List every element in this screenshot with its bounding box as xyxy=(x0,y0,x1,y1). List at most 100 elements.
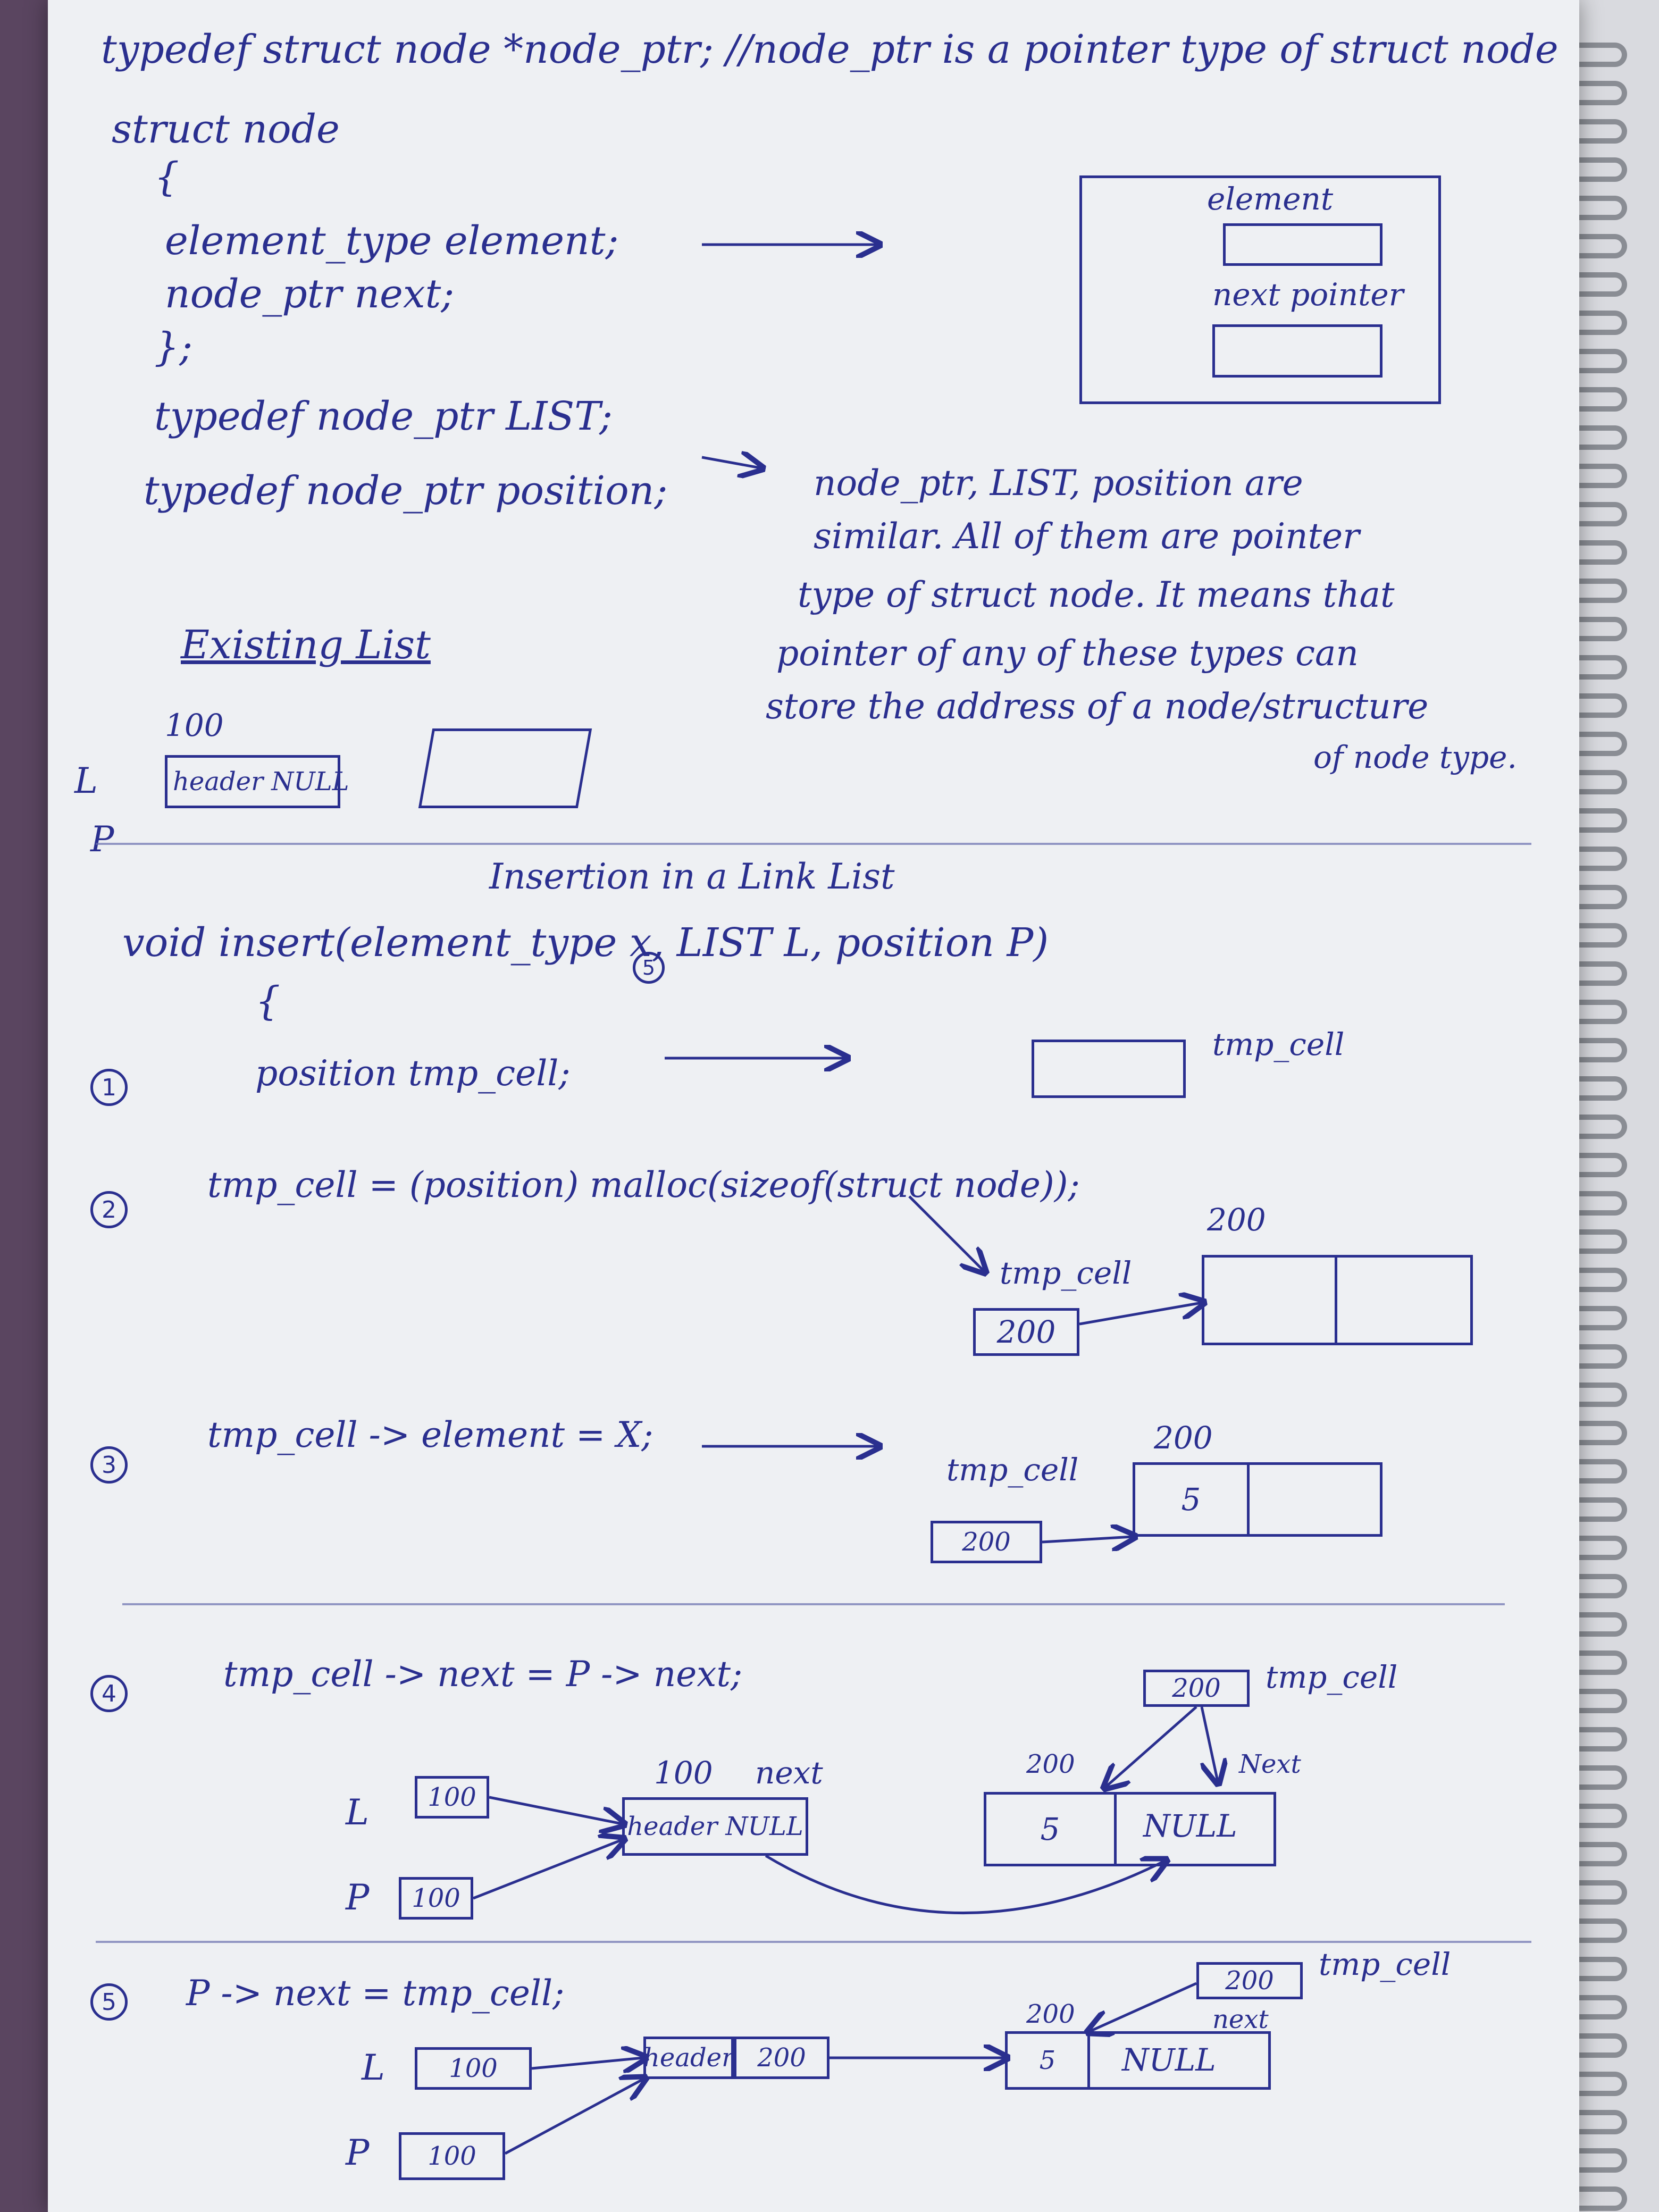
spiral-ring xyxy=(1537,1268,1627,1292)
step-2-number: 2 xyxy=(90,1191,128,1228)
spiral-ring xyxy=(1537,808,1627,833)
spiral-ring xyxy=(1537,961,1627,986)
step-4-l-box: 100 xyxy=(415,1776,489,1819)
step-2-address: 200 xyxy=(1207,1202,1266,1238)
existing-list-address: 100 xyxy=(165,707,224,743)
spiral-ring xyxy=(1537,349,1627,373)
spiral-ring xyxy=(1537,81,1627,105)
step-4-l-arrow xyxy=(489,1796,622,1824)
spiral-ring xyxy=(1537,425,1627,450)
step-1-label: tmp_cell xyxy=(1212,1026,1345,1062)
step-5-p-arrow xyxy=(504,2079,643,2155)
spiral-ring xyxy=(1537,1804,1627,1828)
step-4-tmp-pointer: 200 xyxy=(1143,1670,1250,1707)
notebook-page: typedef struct node *node_ptr; //node_pt… xyxy=(48,0,1579,2212)
insertion-title: Insertion in a Link List xyxy=(489,856,895,897)
note-line-3: type of struct node. It means that xyxy=(798,574,1395,615)
note-line-1: node_ptr, LIST, position are xyxy=(814,463,1303,504)
step-5-l-arrow xyxy=(531,2058,643,2068)
step-2-label: tmp_cell xyxy=(1000,1255,1132,1291)
node-element-box xyxy=(1223,223,1382,266)
spiral-ring xyxy=(1537,1650,1627,1675)
step-2-pointer-arrow xyxy=(908,1195,984,1271)
step-3-pointer: 200 xyxy=(931,1521,1042,1563)
step-4-tmp-next-arrow xyxy=(1202,1706,1218,1781)
step-2-arrow xyxy=(1079,1303,1202,1326)
spiral-ring xyxy=(1537,1076,1627,1101)
spiral-ring xyxy=(1537,1842,1627,1866)
step-5-l-label: L xyxy=(362,2047,385,2088)
spiral-ring xyxy=(1537,1153,1627,1177)
spiral-ring xyxy=(1537,2110,1627,2134)
step-4-p-arrow xyxy=(473,1840,622,1900)
spiral-ring xyxy=(1537,502,1627,526)
step-4-p-box: 100 xyxy=(399,1877,473,1920)
step-4-header-address: 100 xyxy=(654,1755,713,1791)
spiral-ring xyxy=(1537,1191,1627,1216)
step-3-number: 3 xyxy=(90,1446,128,1484)
spiral-ring xyxy=(1537,272,1627,297)
spiral-ring xyxy=(1537,693,1627,718)
step-5-tmp-label: tmp_cell xyxy=(1319,1946,1451,1982)
step-5-tmp-pointer: 200 xyxy=(1196,1962,1303,1999)
divider-1 xyxy=(96,843,1531,845)
spiral-ring xyxy=(1537,234,1627,258)
spiral-ring xyxy=(1537,847,1627,871)
spiral-ring xyxy=(1537,1000,1627,1024)
step-2-code: tmp_cell = (position) malloc(sizeof(stru… xyxy=(207,1164,1080,1205)
step-4-tmp-addr-arrow xyxy=(1106,1706,1197,1787)
step-3-code: tmp_cell -> element = X; xyxy=(207,1414,653,1455)
spiral-ring xyxy=(1537,1574,1627,1598)
step-3-address: 200 xyxy=(1154,1420,1213,1456)
spiral-ring xyxy=(1537,1918,1627,1943)
step-4-element: 5 xyxy=(984,1792,1117,1866)
step-5-header: header xyxy=(643,2037,734,2079)
note-line-4: pointer of any of these types can xyxy=(776,633,1359,674)
spiral-ring xyxy=(1537,2186,1627,2211)
spiral-ring xyxy=(1537,1344,1627,1369)
existing-l-label: L xyxy=(74,760,98,801)
spiral-ring xyxy=(1537,540,1627,565)
spiral-ring xyxy=(1537,1421,1627,1445)
step-1-code: position tmp_cell; xyxy=(255,1053,571,1094)
node-next-label: next pointer xyxy=(1212,276,1404,313)
step-5-tmp-arrow xyxy=(1090,1982,1197,2031)
step-2-pointer: 200 xyxy=(973,1308,1079,1356)
step-4-p-label: P xyxy=(346,1877,370,1918)
spiral-ring xyxy=(1537,387,1627,412)
step-5-l-box: 100 xyxy=(415,2047,532,2090)
spiral-ring xyxy=(1537,655,1627,680)
brace-open: { xyxy=(154,154,180,200)
spiral-ring xyxy=(1537,617,1627,641)
spiral-ring xyxy=(1537,1497,1627,1522)
spiral-ring xyxy=(1537,1459,1627,1484)
typedef-list-line: typedef node_ptr LIST; xyxy=(154,393,613,439)
spiral-ring xyxy=(1537,1727,1627,1752)
step-2-node-divider xyxy=(1335,1255,1337,1345)
node-diagram xyxy=(1079,175,1441,404)
divider-2 xyxy=(122,1603,1505,1605)
spiral-ring xyxy=(1537,43,1627,67)
step-4-curve-arrow xyxy=(765,1854,1164,1915)
spiral-ring xyxy=(1537,2033,1627,2058)
node-next-box xyxy=(1212,324,1382,378)
spiral-ring xyxy=(1537,1995,1627,2020)
spiral-ring xyxy=(1537,579,1627,603)
spiral-ring xyxy=(1537,1765,1627,1790)
step-5-p-box: 100 xyxy=(399,2132,505,2180)
spiral-ring xyxy=(1537,2148,1627,2173)
spiral-ring xyxy=(1537,157,1627,182)
note-line-6: of node type. xyxy=(1313,739,1517,775)
step-4-tmp-address: 200 xyxy=(1026,1749,1075,1779)
existing-p-label: P xyxy=(90,819,114,860)
typedef-line: typedef struct node *node_ptr; //node_pt… xyxy=(101,27,1559,72)
next-line: node_ptr next; xyxy=(165,271,455,317)
spiral-ring xyxy=(1537,1306,1627,1330)
step-4-number: 4 xyxy=(90,1675,128,1712)
step-5-code: P -> next = tmp_cell; xyxy=(186,1973,565,2014)
spiral-ring xyxy=(1537,196,1627,220)
existing-list-title: Existing List xyxy=(181,622,431,668)
spiral-ring xyxy=(1537,923,1627,948)
spiral-ring xyxy=(1537,2072,1627,2096)
spiral-ring xyxy=(1537,464,1627,488)
